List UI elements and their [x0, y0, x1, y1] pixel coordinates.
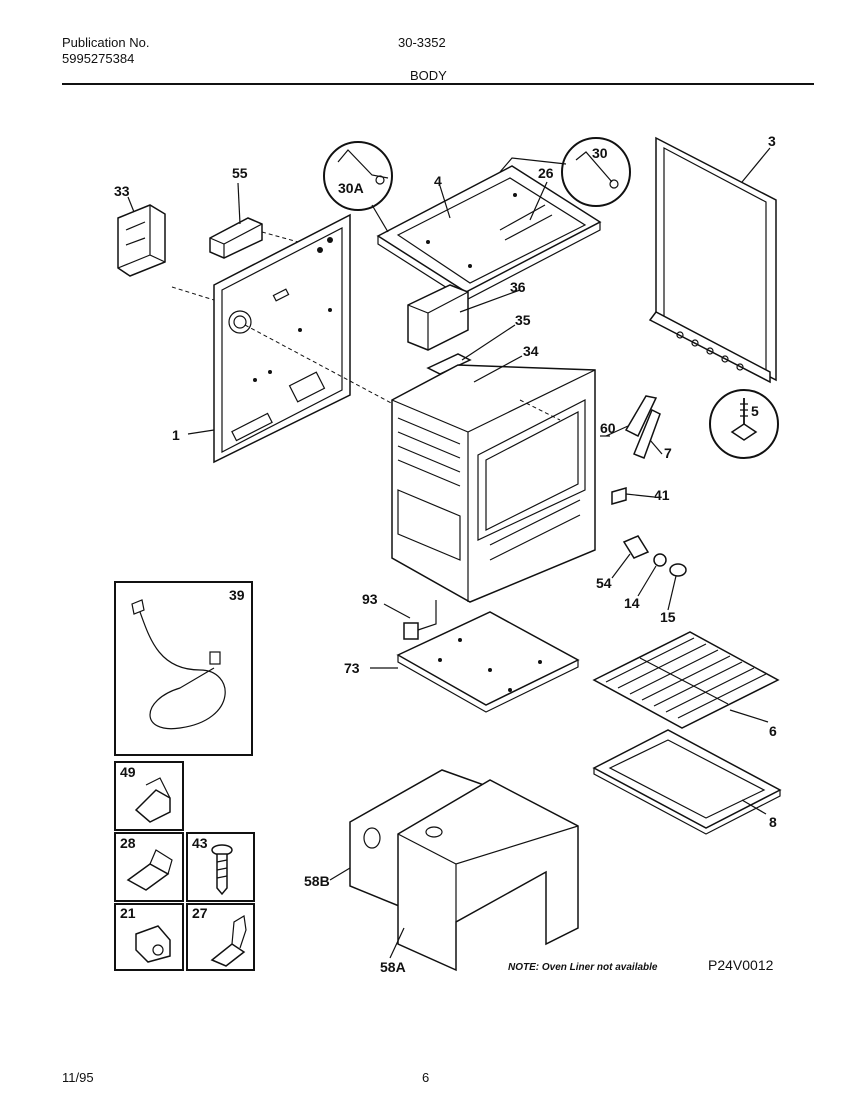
publication-number: 5995275384 — [62, 51, 135, 66]
drawing-code: P24V0012 — [708, 957, 774, 973]
detail-5-circle — [709, 389, 779, 459]
label-60: 60 — [600, 420, 616, 436]
label-28: 28 — [120, 835, 136, 851]
part-41-clip — [611, 487, 627, 505]
label-54: 54 — [596, 575, 612, 591]
label-73: 73 — [344, 660, 360, 676]
header-rule — [62, 83, 814, 85]
label-5: 5 — [751, 403, 759, 419]
inset-49-clip — [114, 761, 184, 831]
part-14-lens-ring — [653, 553, 667, 567]
label-39: 39 — [229, 587, 245, 603]
part-6-oven-rack — [592, 631, 780, 729]
oven-liner-note: NOTE: Oven Liner not available — [508, 962, 658, 973]
inset-21-clip — [114, 903, 184, 971]
part-58a-liner — [397, 779, 579, 972]
part-1-back-panel — [171, 213, 396, 464]
label-7: 7 — [664, 445, 672, 461]
part-73-bottom-panel — [396, 611, 580, 713]
label-30: 30 — [592, 145, 608, 161]
label-8: 8 — [769, 814, 777, 830]
label-33: 33 — [114, 183, 130, 199]
label-36: 36 — [510, 279, 526, 295]
publication-label: Publication No. — [62, 35, 150, 50]
page-number: 6 — [422, 1070, 430, 1085]
part-8-broiler-pan — [592, 729, 782, 835]
label-35: 35 — [515, 312, 531, 328]
label-58b: 58B — [304, 873, 330, 889]
label-14: 14 — [624, 595, 640, 611]
label-21: 21 — [120, 905, 136, 921]
part-54-light-socket — [622, 535, 650, 559]
part-35-pad — [426, 353, 472, 375]
label-43: 43 — [192, 835, 208, 851]
part-36-chute — [407, 284, 469, 351]
part-7-hinges — [605, 395, 661, 459]
inset-43-screw — [186, 832, 255, 902]
label-58a: 58A — [380, 959, 406, 975]
model-number: 30-3352 — [398, 35, 446, 50]
label-30a: 30A — [338, 180, 364, 196]
section-title: BODY — [410, 68, 447, 83]
label-55: 55 — [232, 165, 248, 181]
part-33-bracket — [117, 204, 166, 277]
footer-date: 11/95 — [62, 1070, 94, 1085]
inset-39-power-cord — [114, 581, 253, 756]
inset-27-bracket — [186, 903, 255, 971]
label-34: 34 — [523, 343, 539, 359]
label-93: 93 — [362, 591, 378, 607]
label-26: 26 — [538, 165, 554, 181]
part-93-switch — [403, 600, 437, 640]
detail-30a-circle — [323, 141, 393, 233]
label-1: 1 — [172, 427, 180, 443]
label-41: 41 — [654, 487, 670, 503]
label-4: 4 — [434, 173, 442, 189]
label-27: 27 — [192, 905, 208, 921]
label-49: 49 — [120, 764, 136, 780]
oven-body — [391, 364, 596, 603]
leader-lines — [127, 147, 771, 959]
label-6: 6 — [769, 723, 777, 739]
label-3: 3 — [768, 133, 776, 149]
label-15: 15 — [660, 609, 676, 625]
inset-28-bracket — [114, 832, 184, 902]
part-3-side-panel — [648, 136, 777, 384]
detail-30-circle — [499, 137, 631, 207]
part-15-bulb — [669, 563, 687, 577]
